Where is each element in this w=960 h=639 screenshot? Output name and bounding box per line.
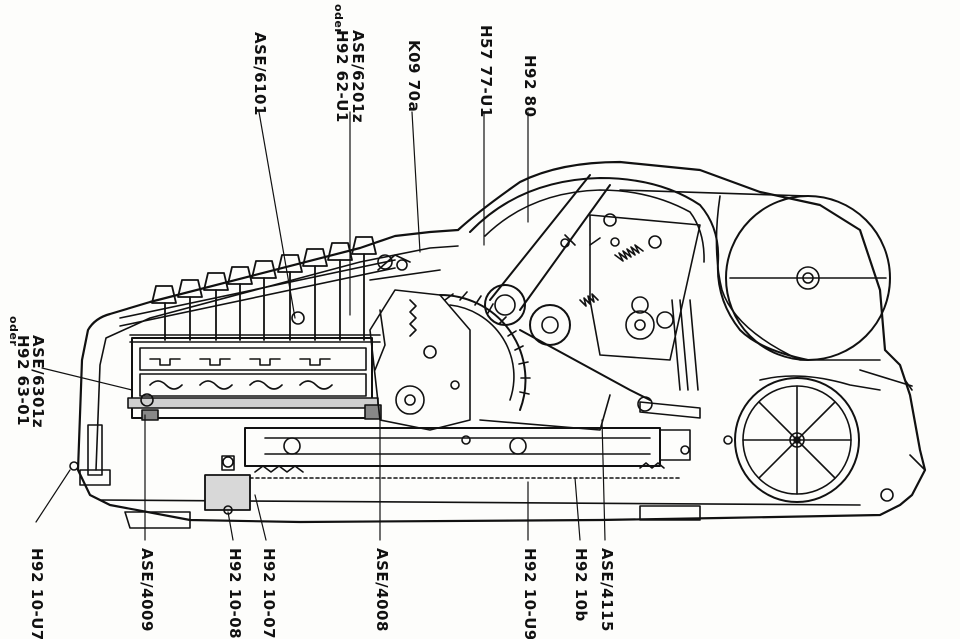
label-h92-80: H92 80 [521,55,539,118]
lower-gear [204,455,251,515]
right-linkage [639,369,926,471]
printer-cover-inner [484,189,705,263]
left-levers [369,254,441,371]
printer-cover [469,177,809,361]
sector-gear [369,289,531,431]
label-ase-6101: ASE/6101 [251,32,269,116]
left-foot [69,424,111,486]
printer-mechanism [560,213,701,391]
leader-lines [35,111,606,541]
housing-inner-line [95,245,459,471]
housing-outline [76,160,927,524]
key-guide-plates [119,259,396,343]
label-ase-4009: ASE/4009 [138,548,156,632]
label-ase-6201z: ASE/6201z [349,30,367,124]
label-h92-10b: H92 10b [572,548,590,622]
motor-wheel [723,375,894,503]
label-h92-62-u1: H92 62-U1 [333,30,351,123]
label-ase-4008: ASE/4008 [373,548,391,632]
label-ase-6301z: ASE/6301z [29,335,47,429]
label-h92-10-u7: H92 10-U7 [28,548,46,639]
central-wheel [479,174,653,431]
label-h92-10-07: H92 10-07 [260,548,278,639]
paper-roll [619,189,891,361]
label-h57-77-u1: H57 77-U1 [477,25,495,118]
slide-bar [244,427,681,479]
label-h92-10-08: H92 10-08 [226,548,244,639]
label-h92-10-u9: H92 10-U9 [521,548,539,639]
label-k09-70a: K09 70a [405,40,423,113]
label-ase-4115: ASE/4115 [598,548,616,632]
label-h92-63-01: H92 63-01 [14,335,32,427]
counter-drums [127,311,382,421]
